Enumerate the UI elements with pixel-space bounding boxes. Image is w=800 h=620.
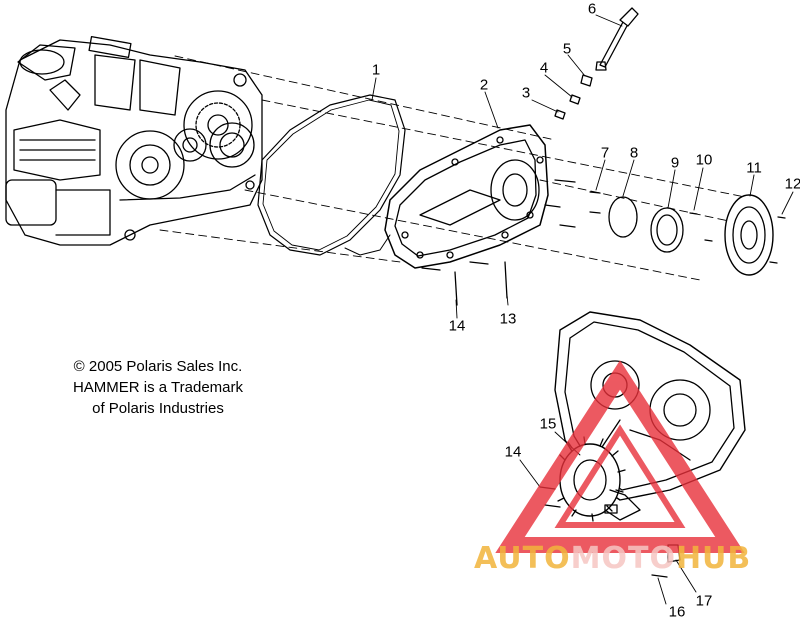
o-ring-illustration (608, 196, 638, 238)
watermark-text: AUTOMOTOHUB (474, 541, 751, 576)
callout-11: 11 (746, 159, 762, 177)
copyright-line-3: of Polaris Industries (92, 400, 224, 417)
copyright-line-2: HAMMER is a Trademark (72, 379, 244, 396)
callout-15: 15 (539, 415, 557, 433)
callout-7: 7 (600, 144, 610, 162)
callout-8: 8 (629, 144, 639, 162)
callout-13: 13 (499, 310, 517, 328)
callout-5: 5 (562, 40, 572, 58)
callout-2: 2 (479, 76, 489, 94)
callout-1: 1 (371, 61, 381, 79)
callout-12: 12 (784, 175, 800, 193)
callout-6: 6 (587, 0, 597, 18)
inspection-plate-illustration (650, 207, 684, 253)
callout-16: 16 (668, 603, 686, 620)
callout-4: 4 (539, 59, 549, 77)
copyright-line-1: © 2005 Polaris Sales Inc. (73, 358, 243, 375)
clutch-outer-cover-illustration (344, 124, 549, 269)
hardware-3-4-5-6-illustration (554, 7, 639, 120)
callout-17: 17 (695, 592, 713, 610)
bolts-illustration (544, 179, 601, 228)
callout-9: 9 (670, 154, 680, 172)
screw-10-illustration (689, 212, 698, 215)
watermark-auto: AUTO (474, 541, 571, 576)
leader-lines (371, 14, 794, 605)
watermark-hub: HUB (675, 541, 752, 576)
callout-3: 3 (521, 84, 531, 102)
watermark-logo (495, 360, 745, 553)
screw-12-illustration (777, 216, 786, 219)
end-cover-illustration (724, 194, 774, 276)
callout-14-lower: 14 (504, 443, 522, 461)
gasket-illustration (257, 94, 406, 256)
screw-illustration (704, 239, 713, 242)
callout-14-upper: 14 (448, 317, 466, 335)
screw-illustration (769, 261, 778, 264)
watermark-moto: MOTO (570, 541, 676, 576)
engine-block-illustration (5, 35, 263, 246)
callout-10: 10 (695, 151, 713, 169)
bolts-13-14-illustration (421, 261, 508, 306)
copyright-notice: © 2005 Polaris Sales Inc. HAMMER is a Tr… (38, 356, 278, 419)
